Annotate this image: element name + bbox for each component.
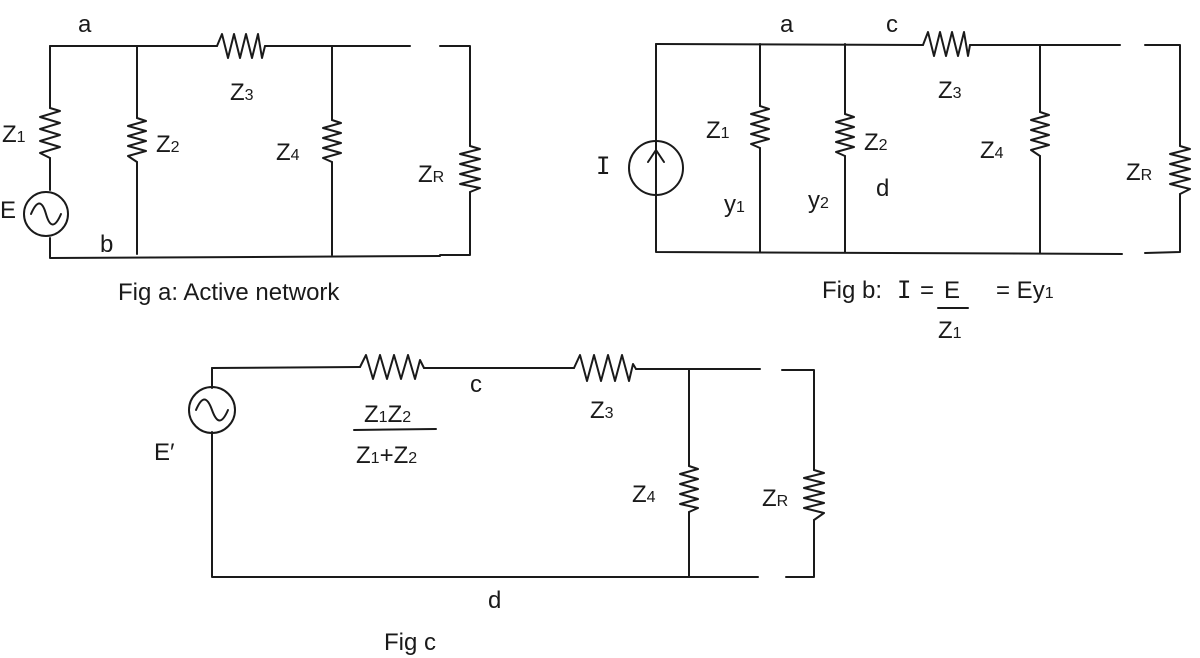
fig-a-caption: Fig a: Active network	[118, 279, 340, 306]
fig-b-source-label: I	[596, 152, 610, 180]
fig-a-z1-resistor	[39, 107, 61, 159]
fig-c-node-d: d	[488, 587, 501, 614]
fig-c-zr-label: ZR	[762, 485, 788, 512]
fig-b-wires	[655, 43, 1181, 255]
fig-a-ac-source	[23, 191, 69, 237]
fig-c-node-c: c	[470, 371, 482, 398]
fig-b-caption-result: = Ey1	[996, 277, 1054, 304]
fig-a-node-b: b	[100, 231, 113, 258]
fig-b-node-a: a	[780, 11, 794, 38]
fig-c-z3-label: Z3	[590, 397, 614, 424]
fig-c-caption: Fig c	[384, 629, 436, 656]
fig-c-z3-resistor	[573, 354, 637, 382]
fig-b-caption-denominator: Z1	[938, 317, 962, 344]
figure-b: a c d I Z1 Z2 Z3 Z4 ZR y1 y2 Fig b: I = …	[596, 11, 1191, 344]
fig-b-y2-label: y2	[808, 187, 829, 214]
fig-a-z3-label: Z3	[230, 79, 254, 106]
fig-a-source-label: E	[0, 197, 16, 224]
fig-a-z4-resistor	[322, 119, 342, 163]
sine-wave-icon	[30, 202, 62, 226]
fig-a-z3-resistor	[216, 33, 266, 59]
fig-c-zeq-resistor	[359, 354, 425, 380]
fig-a-zr-resistor	[459, 145, 481, 193]
fig-b-z3-label: Z3	[938, 77, 962, 104]
fig-b-z3-resistor	[922, 31, 971, 57]
fig-b-z1-label: Z1	[706, 117, 730, 144]
fig-a-z4-label: Z4	[276, 139, 300, 166]
fig-b-zr-label: ZR	[1126, 159, 1152, 186]
fig-b-caption-prefix: Fig b:	[822, 277, 882, 304]
fig-b-caption-current: I	[897, 276, 911, 304]
fig-c-z4-label: Z4	[632, 481, 656, 508]
fig-a-wires	[49, 45, 471, 259]
figure-c: E′ c d Z1Z2 Z1+Z2 Z3 Z4 ZR Fig c	[154, 354, 825, 656]
fig-c-zeq-label: Z1Z2 Z1+Z2	[353, 401, 437, 469]
fig-b-z1-resistor	[750, 105, 770, 149]
fig-c-z4-resistor	[679, 465, 699, 513]
fig-b-node-c: c	[886, 11, 898, 38]
fig-c-zr-resistor	[803, 469, 825, 521]
fig-a-zr-label: ZR	[418, 161, 444, 188]
fig-b-zr-resistor	[1169, 145, 1191, 195]
fig-c-wires	[211, 366, 815, 578]
fig-a-z2-label: Z2	[156, 131, 180, 158]
fig-a-node-a: a	[78, 11, 92, 38]
arrow-up-icon	[647, 149, 665, 187]
fig-b-y1-label: y1	[724, 191, 745, 218]
fig-c-fraction-bar	[353, 428, 437, 431]
fig-b-caption: Fig b: I = E Z1 = Ey1	[822, 276, 1054, 344]
fig-b-current-source	[628, 140, 684, 196]
fig-b-z4-label: Z4	[980, 137, 1004, 164]
fig-c-zeq-numerator: Z1Z2	[364, 401, 411, 428]
fig-b-node-d: d	[876, 175, 889, 202]
fig-c-ac-source	[188, 386, 236, 434]
fig-b-z2-label: Z2	[864, 129, 888, 156]
fig-b-caption-numerator: E	[944, 277, 960, 304]
fig-c-source-label: E′	[154, 439, 175, 466]
figure-a: a b Z1 Z2 Z3 Z4 ZR E Fig a: Active netwo…	[0, 11, 481, 306]
sine-wave-icon	[195, 398, 229, 422]
fig-a-z2-resistor	[127, 117, 147, 163]
fig-b-z2-resistor	[835, 113, 855, 157]
fig-c-zeq-denominator: Z1+Z2	[356, 442, 417, 469]
fig-a-z1-label: Z1	[2, 121, 26, 148]
fig-b-caption-equals: =	[920, 277, 934, 304]
fig-b-z4-resistor	[1030, 111, 1050, 157]
